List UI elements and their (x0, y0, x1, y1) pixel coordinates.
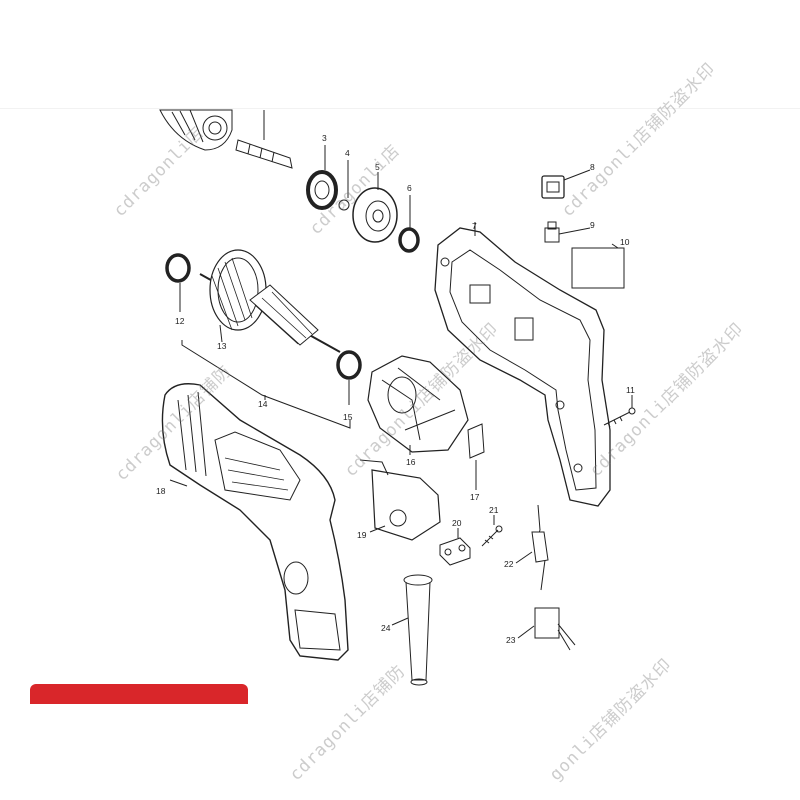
drill-chuck (159, 109, 233, 151)
part-label-18: 18 (156, 486, 166, 496)
capacitor-23 (517, 607, 576, 651)
bearing-3 (306, 145, 338, 210)
part-label-9: 9 (590, 220, 595, 230)
part-label-22: 22 (504, 559, 514, 569)
bearing-12 (165, 253, 191, 312)
gear-5 (352, 172, 398, 243)
label-plate-10 (571, 243, 625, 289)
bearing-6 (398, 195, 420, 253)
part-label-7: 7 (472, 221, 477, 231)
side-handle-24 (391, 574, 433, 686)
part-label-24: 24 (381, 623, 391, 633)
bracket-14 (181, 340, 351, 429)
part-label-11: 11 (626, 385, 635, 395)
bearing-15 (336, 350, 362, 405)
part-label-19: 19 (357, 530, 367, 540)
cord-guard-17 (467, 423, 485, 490)
part-label-6: 6 (407, 183, 412, 193)
brush-holder-8 (541, 169, 591, 199)
part-label-13: 13 (217, 341, 227, 351)
drill-body-18 (161, 383, 349, 661)
screw-21 (481, 515, 503, 547)
part-label-15: 15 (343, 412, 353, 422)
part-label-21: 21 (489, 505, 499, 515)
part-label-4: 4 (345, 148, 350, 158)
switch-19 (359, 459, 441, 541)
red-banner-bar (30, 684, 248, 704)
part-label-16: 16 (406, 457, 416, 467)
part-label-5: 5 (375, 162, 380, 172)
ring-4 (338, 160, 350, 211)
armature-13 (199, 249, 341, 353)
part-label-14: 14 (258, 399, 268, 409)
housing-half-7 (434, 222, 611, 507)
part-label-23: 23 (506, 635, 516, 645)
part-label-12: 12 (175, 316, 185, 326)
spindle-shaft (235, 110, 293, 169)
screw-11 (603, 395, 636, 428)
part-label-20: 20 (452, 518, 462, 528)
part-label-8: 8 (590, 162, 595, 172)
top-blank-area (0, 0, 800, 109)
power-cord-22 (515, 504, 549, 591)
part-label-17: 17 (470, 492, 480, 502)
part-label-10: 10 (620, 237, 630, 247)
cord-clamp-20 (439, 528, 471, 566)
carbon-brush-9 (544, 221, 591, 243)
field-stator-16 (367, 355, 469, 455)
part-label-3: 3 (322, 133, 327, 143)
